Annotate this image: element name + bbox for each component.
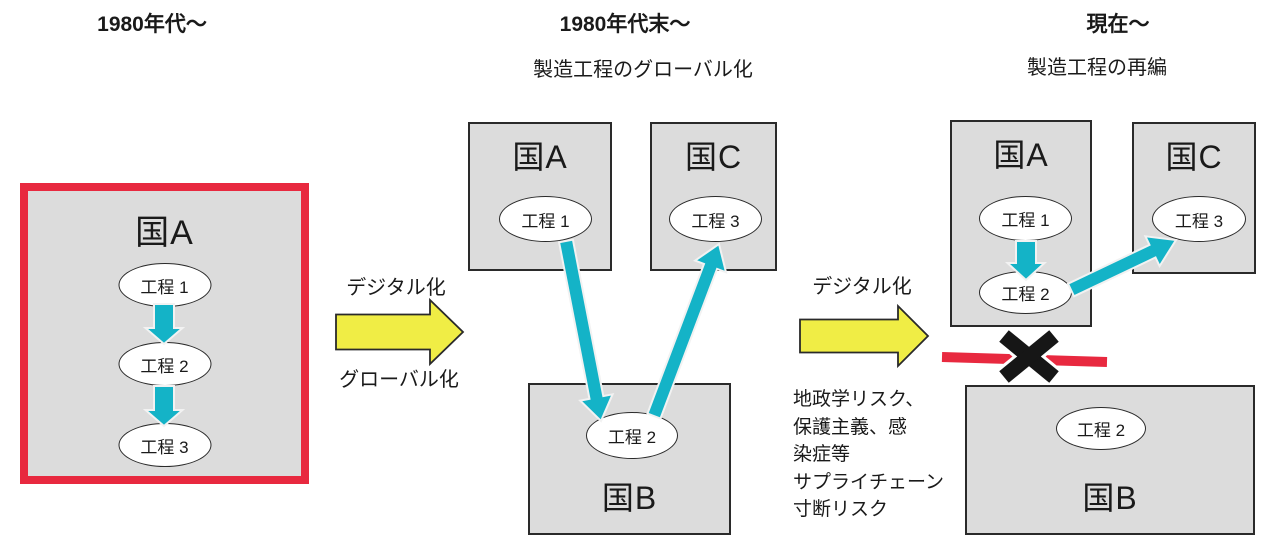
era3-country-a-label: 国A	[993, 137, 1049, 173]
era3-country-c-box: 国C 工程 3	[1132, 122, 1256, 274]
era2-country-b-label: 国B	[601, 480, 658, 516]
era3-country-c-label: 国C	[1165, 139, 1223, 175]
era2-country-c-label: 国C	[684, 139, 743, 175]
era2-subtitle: 製造工程のグローバル化	[533, 59, 753, 81]
era2-country-c-box: 国C 工程 3	[650, 122, 777, 271]
era1-country-a-box: 国A 工程 1 工程 2 工程 3	[20, 183, 309, 484]
era3-process-3-oval: 工程 3	[1152, 196, 1246, 242]
cross-halo-icon	[997, 327, 1061, 386]
era2-title: 1980年代末〜	[559, 13, 691, 36]
era3-title: 現在〜	[1086, 13, 1150, 36]
era3-subtitle: 製造工程の再編	[1027, 57, 1167, 79]
transition1-bottom-label: グローバル化	[339, 369, 459, 391]
era2-country-b-box: 工程 2 国B	[528, 383, 731, 535]
cross-mark-icon	[999, 330, 1059, 383]
era3-process-2b-oval: 工程 2	[1056, 407, 1146, 450]
transition2-risk-text: 地政学リスク、 保護主義、感 染症等 サプライチェーン 寸断リスク	[793, 389, 945, 520]
era1-country-a-label: 国A	[135, 214, 194, 252]
cross-halo-icon	[997, 327, 1061, 386]
era3-process-2a-oval: 工程 2	[979, 271, 1072, 314]
era3-country-a-box: 国A 工程 1 工程 2	[950, 120, 1092, 327]
cross-mark-icon	[999, 330, 1059, 383]
era2-process-1-oval: 工程 1	[499, 196, 592, 242]
transition1-arrow-icon	[335, 297, 465, 367]
era2-country-a-label: 国A	[512, 139, 568, 175]
severed-link-line	[941, 352, 1108, 367]
transition2-top-label: デジタル化	[812, 276, 912, 298]
era3-process-1-oval: 工程 1	[979, 196, 1072, 241]
era3-country-b-box: 工程 2 国B	[965, 385, 1255, 535]
era2-process-2-oval: 工程 2	[586, 412, 678, 459]
era1-process-3-oval: 工程 3	[118, 423, 211, 467]
era1-title: 1980年代〜	[97, 13, 207, 36]
era1-process-1-oval: 工程 1	[118, 263, 211, 307]
era1-process-2-oval: 工程 2	[118, 342, 211, 386]
era2-process-3-oval: 工程 3	[669, 196, 762, 242]
transition2-arrow-icon	[799, 303, 930, 369]
era2-country-a-box: 国A 工程 1	[468, 122, 612, 271]
era3-country-b-label: 国B	[1082, 480, 1138, 516]
transition1-top-label: デジタル化	[346, 277, 446, 299]
